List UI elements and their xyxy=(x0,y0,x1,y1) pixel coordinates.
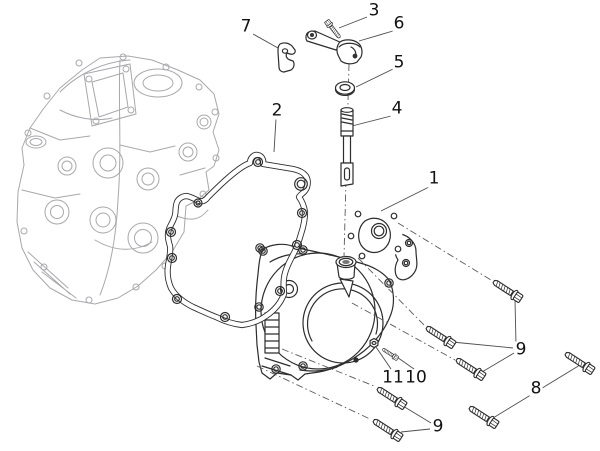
bracket-drawing xyxy=(277,42,296,73)
oil-filler-neck xyxy=(335,255,357,298)
seal-washer-drawing xyxy=(334,81,356,97)
callout-part-10: 10 xyxy=(404,367,428,388)
callout-part-9-upper: 9 xyxy=(514,339,528,360)
callout-part-1: 1 xyxy=(427,168,441,189)
callout-part-3: 3 xyxy=(367,0,381,21)
callout-part-6: 6 xyxy=(392,13,406,34)
lever-arm-drawing xyxy=(305,30,363,65)
cover-gasket-drawing xyxy=(164,151,311,329)
engine-crankcase-drawing xyxy=(16,53,220,305)
callout-part-11: 11 xyxy=(381,367,405,388)
clutch-cover-drawing xyxy=(254,202,418,381)
hex-plug-drawing xyxy=(369,337,379,349)
callout-part-5: 5 xyxy=(392,52,406,73)
cover-inner-plate xyxy=(346,202,403,263)
center-axis-lines xyxy=(256,63,492,420)
callout-part-2: 2 xyxy=(270,100,284,121)
callout-part-9-lower: 9 xyxy=(431,416,445,437)
callout-part-8: 8 xyxy=(529,378,543,399)
callout-part-4: 4 xyxy=(390,98,404,119)
flange-bolt-drawing xyxy=(370,276,597,444)
push-rod-drawing xyxy=(340,107,354,187)
callout-part-7: 7 xyxy=(239,16,253,37)
